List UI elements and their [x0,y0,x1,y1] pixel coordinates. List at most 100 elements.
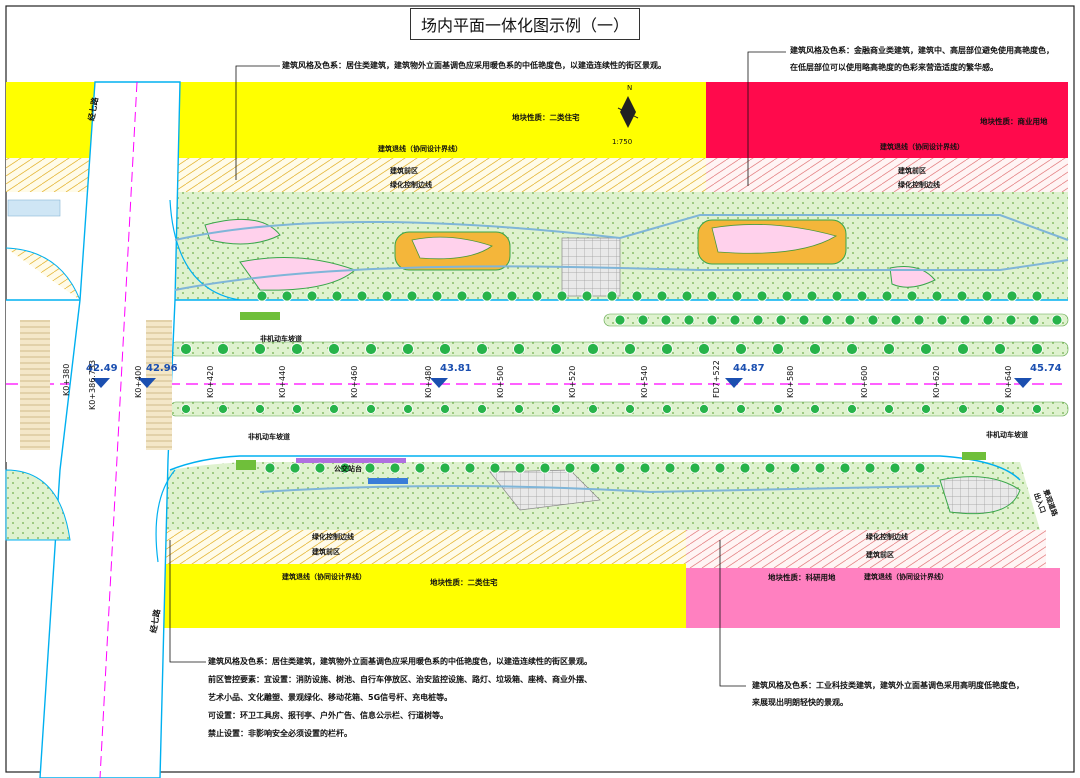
tree-icon [292,404,302,414]
building-line-top-right: 建筑退线（协同设计界线） [880,143,964,151]
crosswalk-west [20,320,50,450]
tree-icon [328,343,340,355]
tree-icon [581,290,593,302]
tree-icon [1028,314,1040,326]
elev-4: 44.87 [733,363,765,374]
tree-icon [752,314,764,326]
elev-5: 45.74 [1030,363,1062,374]
note-bottom-left-2: 前区管控要素：宜设置：消防设施、树池、自行车停放区、治安监控设施、路灯、垃圾箱、… [208,675,592,684]
tree-icon [775,314,787,326]
tree-icon [181,404,191,414]
tree-icon [798,314,810,326]
tree-icon [681,290,693,302]
green-line-top-right: 绿化控制边线 [898,181,940,189]
station-label: K0+380 [62,363,71,396]
tree-icon [256,290,268,302]
tree-icon [831,290,843,302]
bike-ramp-top: 非机动车坡道 [260,335,302,343]
tree-icon [856,290,868,302]
bottom-residential-parcel [140,562,686,628]
building-line-bottom-left: 建筑退线（协同设计界线） [282,573,366,581]
tree-icon [464,462,476,474]
page-title: 场内平面一体化图示例（一） [410,8,640,40]
tree-icon [957,343,969,355]
tree-icon [1031,290,1043,302]
tree-icon [531,290,543,302]
tree-icon [365,343,377,355]
front-zone-bottom-right: 建筑前区 [866,551,894,559]
station-label: K0+580 [786,365,795,398]
tree-icon [683,314,695,326]
tree-icon [994,343,1006,355]
tree-icon [913,314,925,326]
tree-icon [881,290,893,302]
tree-icon [364,462,376,474]
tree-icon [656,290,668,302]
tree-icon [714,462,726,474]
tree-icon [291,343,303,355]
station-label: K0+540 [640,365,649,398]
tree-icon [440,404,450,414]
elev-1: 42.49 [86,363,118,374]
building-line-bottom-right: 建筑退线（协同设计界线） [864,573,948,581]
tree-icon [389,462,401,474]
tree-icon [914,462,926,474]
note-bottom-left-3: 艺术小品、文化雕塑、景观绿化、移动花箱、5G信号杆、充电桩等。 [208,693,453,702]
station-label: K0+600 [860,365,869,398]
tree-icon [514,462,526,474]
tree-icon [920,343,932,355]
tree-icon [476,343,488,355]
station-label: K0+420 [206,365,215,398]
tree-icon [756,290,768,302]
tree-icon [406,290,418,302]
north-arrow-icon [617,96,639,128]
tree-icon [331,290,343,302]
tree-icon [513,343,525,355]
tree-icon [982,314,994,326]
plot-label-top-commercial: 地块性质：商业用地 [980,117,1048,126]
tree-icon [431,290,443,302]
station-label: FD7+522 [712,360,721,398]
tree-icon [735,343,747,355]
tree-icon [281,290,293,302]
tree-icon [264,462,276,474]
tree-icon [1032,404,1042,414]
tree-icon [729,314,741,326]
tree-icon [821,314,833,326]
station-label: K0+500 [496,365,505,398]
crosswalk-east [146,320,172,450]
bottom-front-zone [150,530,686,564]
bottom-front-zone-research [686,530,1046,568]
bus-stop-label: 公交站台 [334,465,362,473]
tree-icon [773,404,783,414]
station-label: K0+520 [568,365,577,398]
station-label: K0+640 [1004,365,1013,398]
tree-icon [810,404,820,414]
tree-icon [381,290,393,302]
station-label: K0+460 [350,365,359,398]
tree-icon [764,462,776,474]
tree-icon [706,314,718,326]
tree-icon [662,404,672,414]
tree-icon [366,404,376,414]
tree-icon [921,404,931,414]
tree-icon [789,462,801,474]
tree-icon [844,314,856,326]
note-bottom-left-4: 可设置：环卫工具房、报刊亭、户外广告、信息公示栏、行道树等。 [208,711,448,720]
tree-icon [606,290,618,302]
plot-label-bottom-residential: 地块性质：二类住宅 [430,578,498,587]
scale-label: 1:750 [612,138,633,146]
top-commercial-parcel [706,82,1068,158]
tree-icon [781,290,793,302]
tree-icon [884,404,894,414]
tree-icon [637,314,649,326]
tree-icon [739,462,751,474]
tree-icon [1031,343,1043,355]
tree-icon [736,404,746,414]
elev-3: 43.81 [440,363,472,374]
note-bottom-right-2: 来展现出明朗轻快的景观。 [752,698,848,707]
tree-icon [329,404,339,414]
plot-label-top-residential: 地块性质：二类住宅 [512,113,580,122]
tree-icon [314,462,326,474]
